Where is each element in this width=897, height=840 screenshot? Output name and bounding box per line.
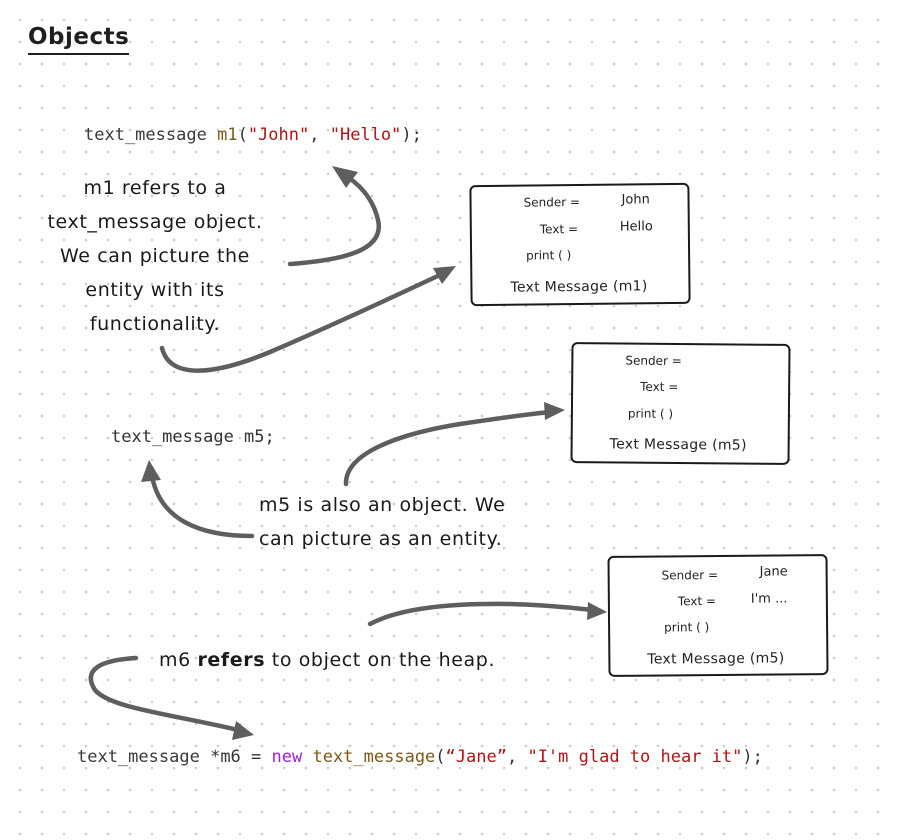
page-title: Objects <box>28 24 130 55</box>
note-line: functionality. <box>89 313 221 335</box>
code-line-m1: text_message m1("John", "Hello"); <box>84 125 422 145</box>
arrow-icon <box>232 721 254 740</box>
code-paren-close: ); <box>401 125 422 145</box>
code-text: text_message m5; <box>111 427 275 447</box>
code-paren-open: ( <box>435 747 446 767</box>
code-string-arg1: "John" <box>247 125 310 145</box>
code-keyword-new: new <box>271 747 303 767</box>
note-m5: m5 is also an object. We can picture as … <box>259 488 505 556</box>
note-line: m1 refers to a <box>83 177 227 199</box>
code-separator: , <box>506 747 528 767</box>
code-line-m5: text_message m5; <box>111 427 275 447</box>
note-m1: m1 refers to a text_message object. We c… <box>40 171 270 341</box>
code-line-m6: text_message *m6 = new text_message(“Jan… <box>77 747 763 767</box>
arrow-icon <box>367 601 595 627</box>
arrow-icon <box>159 271 445 373</box>
arrow-icon <box>149 473 255 539</box>
note-text: to object on the heap. <box>265 649 496 671</box>
note-line: We can picture the <box>60 245 250 267</box>
arrow-icon <box>332 166 358 188</box>
code-paren-close: ); <box>742 747 763 767</box>
code-constructor: text_message <box>312 747 436 767</box>
arrow-icon <box>287 171 382 267</box>
code-type: text_message <box>84 125 207 145</box>
code-var-name: m1 <box>217 125 238 145</box>
note-text: m6 <box>159 649 198 671</box>
arrow-icon <box>343 409 553 487</box>
code-separator: , <box>309 125 330 145</box>
arrow-icon <box>587 602 607 620</box>
arrow-icon <box>433 266 456 284</box>
note-line: text_message object. <box>47 211 263 233</box>
arrow-icon <box>141 460 161 482</box>
note-line: entity with its <box>85 279 225 301</box>
code-string-arg2: "I'm glad to hear it" <box>527 747 743 767</box>
note-bold-text: refers <box>197 649 266 671</box>
arrow-icon <box>544 402 565 420</box>
note-line: can picture as an entity. <box>259 528 503 550</box>
code-paren-open: ( <box>237 125 248 145</box>
note-m6: m6 refers to object on the heap. <box>159 643 495 677</box>
note-line: m5 is also an object. We <box>259 494 506 516</box>
code-string-arg2: "Hello" <box>329 125 402 145</box>
code-pointer: *m6 = <box>210 747 272 767</box>
arrow-icon <box>88 655 241 733</box>
code-type: text_message <box>77 747 200 767</box>
code-string-arg1: “Jane” <box>445 747 507 767</box>
